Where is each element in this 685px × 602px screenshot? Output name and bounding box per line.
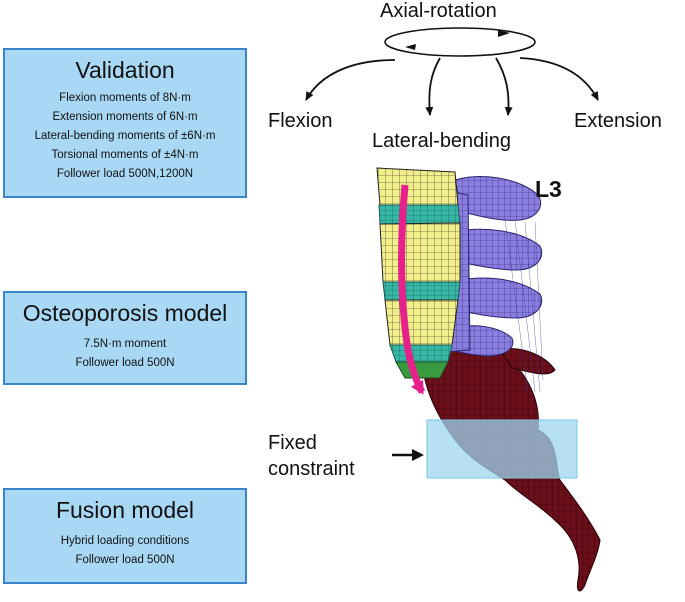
- follower-load-arrow: [398, 184, 426, 395]
- fixed-constraint-label: Fixed constraint: [268, 430, 355, 482]
- fixed-constraint-line-2: constraint: [268, 458, 355, 480]
- validation-line: Extension moments of 6N·m: [52, 111, 198, 123]
- validation-line: Flexion moments of 8N·m: [59, 92, 191, 104]
- osteoporosis-line: Follower load 500N: [75, 357, 175, 369]
- fusion-title: Fusion model: [55, 497, 195, 523]
- fusion-line: Follower load 500N: [75, 554, 175, 566]
- validation-line: Follower load 500N,1200N: [56, 168, 194, 180]
- extension-label: Extension: [574, 110, 662, 132]
- fusion-panel: Fusion model Hybrid loading conditions F…: [3, 488, 247, 584]
- fixed-constraint-box: [426, 419, 578, 479]
- constraint-pointer-arrow: [392, 449, 424, 461]
- motion-arrows: [305, 27, 599, 116]
- fusion-line: Hybrid loading conditions: [60, 535, 190, 547]
- validation-title: Validation: [75, 57, 175, 83]
- validation-line: Lateral-bending moments of ±6N·m: [34, 130, 216, 142]
- osteoporosis-line: 7.5N·m moment: [83, 338, 167, 350]
- validation-panel: Validation Flexion moments of 8N·m Exten…: [3, 48, 247, 198]
- axial-rotation-label: Axial-rotation: [380, 0, 497, 22]
- vertebral-column: [376, 167, 461, 379]
- fixed-constraint-line-1: Fixed: [268, 432, 317, 454]
- validation-line: Torsional moments of ±4N·m: [51, 149, 199, 161]
- lateral-bending-label: Lateral-bending: [372, 130, 511, 152]
- osteoporosis-panel: Osteoporosis model 7.5N·m moment Followe…: [3, 291, 247, 385]
- osteoporosis-title: Osteoporosis model: [22, 300, 228, 326]
- vertebra-l3-label: L3: [535, 176, 562, 202]
- flexion-label: Flexion: [268, 110, 333, 132]
